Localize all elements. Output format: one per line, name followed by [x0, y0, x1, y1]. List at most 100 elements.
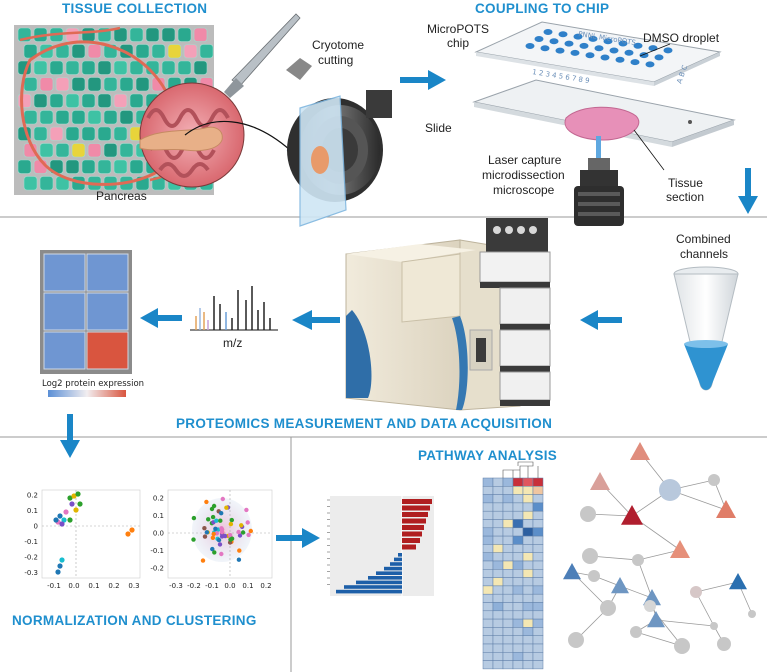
heatmap-cell: [502, 494, 514, 504]
plot2-point: [228, 521, 234, 527]
pathway-network: [563, 442, 756, 654]
heatmap-cell: [482, 535, 494, 545]
heatmap-cell: [502, 652, 514, 661]
heatmap-cell: [502, 544, 514, 553]
combined-tube-icon: [673, 266, 739, 391]
tissue-cell: [33, 126, 48, 141]
tissue-cell: [167, 44, 182, 59]
dmso-droplet: [570, 49, 580, 56]
barchart-bar-negative: [390, 562, 402, 566]
network-node-triangle: [670, 540, 690, 558]
tissue-cell: [81, 93, 96, 108]
tissue-cell: [65, 126, 80, 141]
heatmap-cell: [532, 618, 544, 628]
tissue-cell: [161, 60, 176, 75]
heatmap-cell: [492, 652, 504, 661]
plot1-y-tick: -0.2: [24, 554, 38, 562]
dmso-droplet: [645, 61, 655, 68]
plot1-y-tick: -0.3: [24, 569, 38, 577]
heatmap-cell: [492, 602, 504, 612]
tissue-cell: [87, 143, 102, 158]
plot1-y-tick: -0.1: [24, 538, 38, 546]
plot2-point: [211, 503, 217, 509]
tissue-cell: [113, 159, 128, 174]
tissue-cell: [129, 159, 144, 174]
network-node-triangle: [563, 563, 581, 580]
label-cryotome-line2: cutting: [318, 53, 353, 67]
heatmap-cell: [532, 527, 544, 537]
plot2-point: [214, 518, 219, 523]
heatmap-cell: [522, 535, 534, 545]
plot2-point: [204, 530, 210, 535]
label-dmso-droplet: DMSO droplet: [643, 31, 720, 45]
heatmap-cell: [532, 652, 544, 661]
network-edge: [695, 591, 715, 627]
heatmap-cell: [532, 643, 544, 653]
heatmap-cell: [502, 519, 514, 529]
heatmap-cell: [522, 544, 534, 553]
plot1-y-tick: 0.1: [27, 507, 38, 515]
heatmap-cell: [522, 635, 534, 645]
plot1-point: [67, 495, 73, 501]
heatmap-cell: [512, 569, 524, 578]
plot2-y-tick: 0.1: [153, 512, 164, 520]
heatmap-cell: [502, 510, 514, 520]
dmso-droplet: [564, 40, 574, 47]
dmso-droplet: [648, 45, 658, 52]
plot1-x-tick: 0.0: [68, 582, 79, 590]
network-node-circle: [582, 548, 598, 564]
plot1-point: [59, 521, 65, 527]
heatmap-cell: [482, 477, 494, 487]
plot2-point: [191, 537, 196, 542]
heatmap-cell: [512, 502, 524, 512]
heatmap-cell: [502, 593, 514, 603]
heatmap-cell: [522, 593, 534, 603]
network-node-circle: [659, 479, 681, 501]
heatmap-cell: [502, 618, 514, 628]
heatmap-cell: [502, 643, 514, 653]
label-lcm-line2: microdissection: [482, 168, 565, 182]
tissue-cell: [119, 77, 134, 92]
heatmap-cell: [492, 593, 504, 603]
plot1-point: [71, 493, 77, 499]
dmso-droplet: [534, 36, 544, 42]
heatmap-cell: [502, 602, 514, 612]
dmso-droplet: [615, 56, 625, 63]
heatmap-cell: [512, 577, 524, 587]
dmso-droplet: [618, 40, 628, 47]
plot2-point: [220, 496, 225, 502]
mass-spectrum: [190, 286, 278, 331]
heatmap-cell: [522, 660, 534, 670]
tissue-cell: [65, 159, 80, 174]
heatmap-cell: [492, 585, 504, 595]
network-node-circle: [568, 632, 584, 648]
network-node-circle: [748, 610, 756, 618]
barchart-bar-negative: [394, 557, 402, 562]
dmso-droplet: [558, 31, 568, 38]
plot2-y-tick: 0.0: [153, 530, 164, 538]
network-edge: [637, 549, 681, 561]
plot2-point: [246, 532, 251, 538]
tissue-cell: [113, 60, 128, 75]
plot2-point: [211, 531, 216, 537]
network-edge: [637, 559, 653, 599]
plot1-point: [63, 509, 69, 515]
tissue-cell: [39, 176, 54, 191]
label-micropots-line2: chip: [447, 36, 469, 50]
heatmap-cell: [532, 560, 544, 570]
tissue-cell: [87, 44, 102, 59]
heatmap-cell: [482, 660, 494, 670]
heatmap-cell: [482, 635, 494, 645]
dmso-droplet: [543, 29, 553, 35]
heatmap-cell: [512, 593, 524, 603]
label-combined-line2: channels: [680, 247, 728, 261]
dmso-droplet: [549, 38, 559, 45]
plot2-point: [213, 526, 218, 531]
tissue-cell: [39, 77, 54, 92]
plot2-point: [219, 529, 225, 535]
plot2-point: [239, 523, 244, 528]
heatmap-cell: [502, 486, 514, 495]
plot2-y-tick: -0.1: [150, 547, 164, 555]
heatmap-cell: [502, 527, 514, 537]
heatmap-cell: [492, 494, 504, 504]
